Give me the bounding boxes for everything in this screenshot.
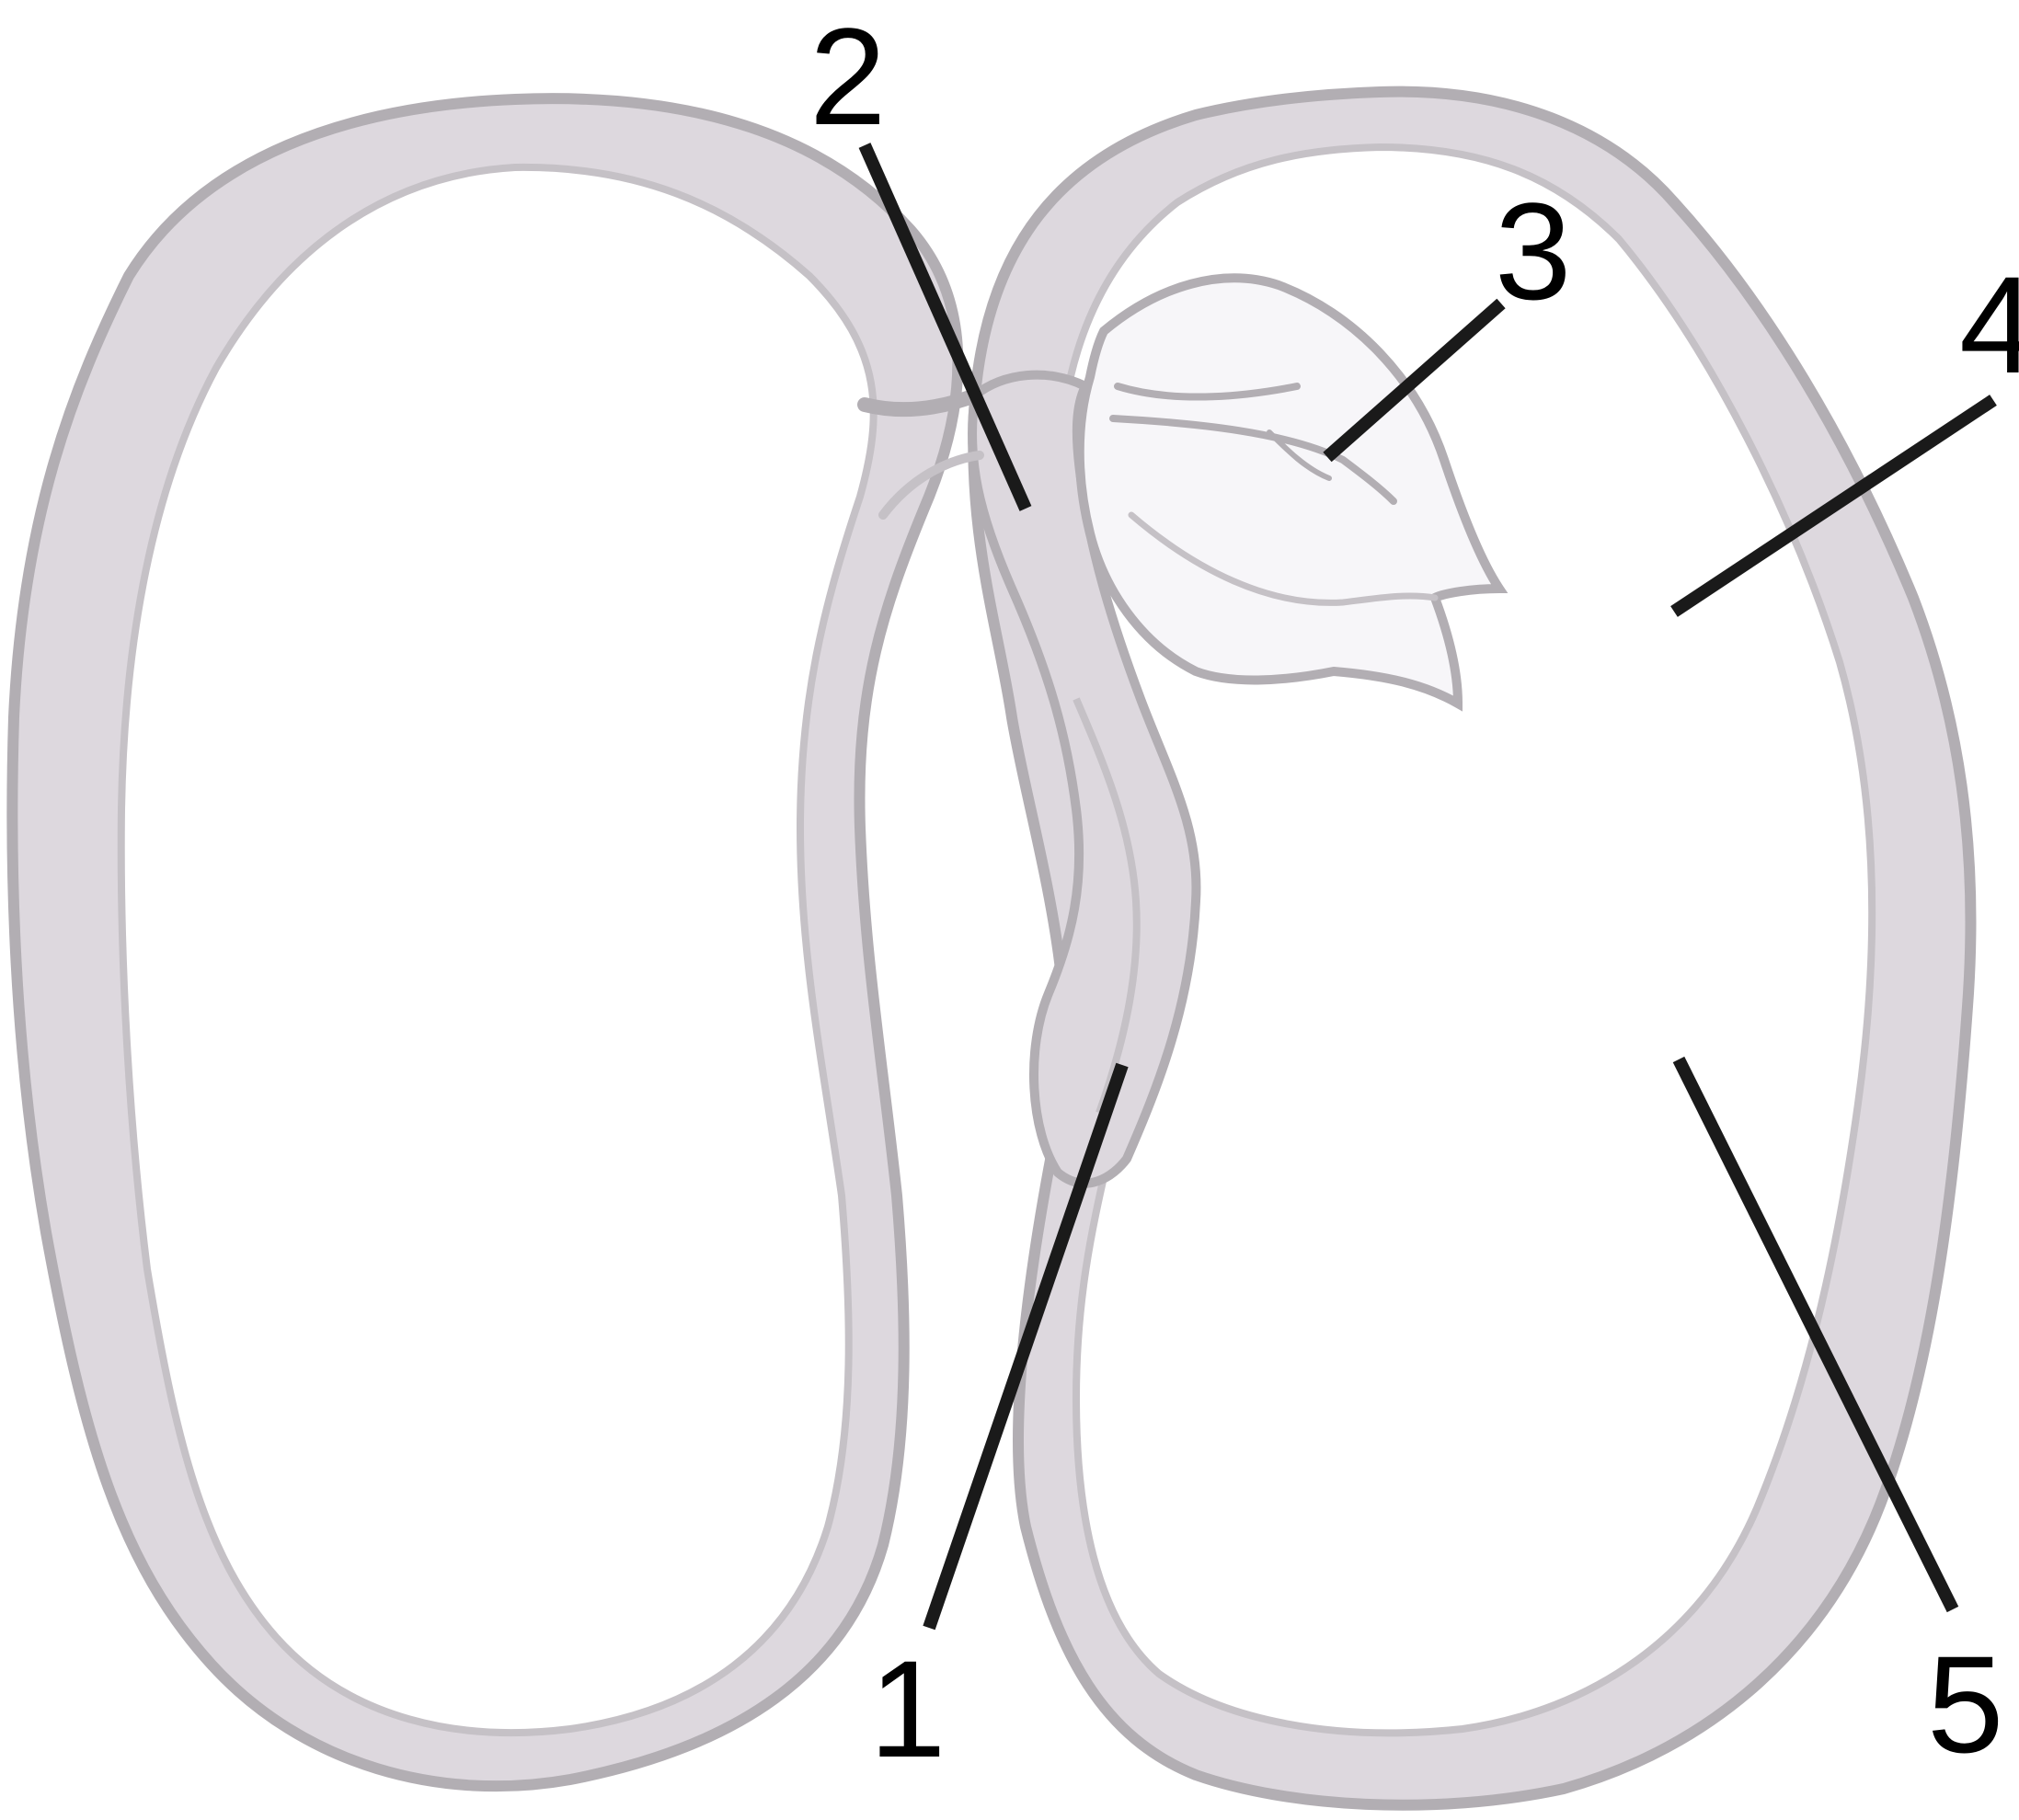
- left-cotyledon: [6, 93, 964, 1792]
- label-1: 1: [869, 1631, 946, 1786]
- label-5: 5: [1927, 1627, 2003, 1781]
- plumule-fold-lower: [1128, 511, 1439, 606]
- leader-line-4: [1670, 395, 1997, 617]
- plumule-vein: [1267, 429, 1332, 481]
- label-2: 2: [809, 0, 886, 154]
- hilum-connection: [857, 388, 982, 418]
- leader-line-3: [1323, 298, 1506, 463]
- left-cotyledon-interior: [117, 163, 878, 1736]
- labels: 1 2 3 4 5: [809, 0, 2019, 1786]
- radicle-highlight: [1073, 697, 1141, 1115]
- label-4: 4: [1959, 247, 2019, 402]
- plumule-fold-upper: [1114, 383, 1301, 401]
- leader-line-2: [858, 143, 1032, 511]
- hilum-connection-lower: [878, 451, 984, 520]
- plumule-fold-middle: [1109, 415, 1397, 505]
- leader-lines: [858, 143, 1997, 1631]
- label-3: 3: [1495, 174, 1571, 328]
- plumule: [1074, 273, 1509, 712]
- leader-line-1: [923, 1062, 1129, 1631]
- leader-line-5: [1672, 1056, 1959, 1613]
